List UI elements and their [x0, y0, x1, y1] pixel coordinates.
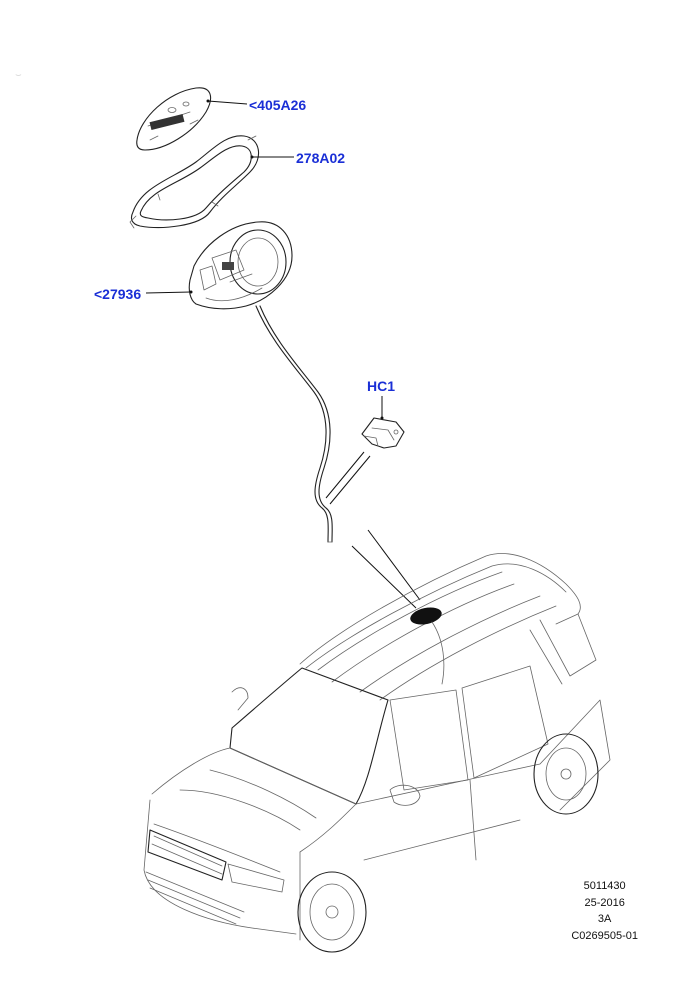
reference-line-3: 3A — [597, 913, 612, 925]
callout-HC1[interactable]: HC1 — [367, 378, 396, 394]
drawing-reference-block: 5011430 25-2016 3A C0269505-01 — [571, 878, 638, 944]
callout-278A02[interactable]: 278A02 — [296, 150, 346, 166]
hose-clip-part[interactable] — [361, 417, 405, 449]
callout-27936[interactable]: <27936 — [94, 286, 142, 302]
leader-405A26 — [207, 100, 248, 105]
seal-gasket-part[interactable] — [129, 135, 260, 229]
leader-27936 — [145, 291, 192, 294]
fuel-filler-housing-part[interactable] — [188, 221, 293, 310]
fuel-filler-door-part[interactable] — [136, 87, 212, 151]
drain-tube[interactable] — [255, 305, 329, 543]
reference-line-1: 5011430 — [583, 880, 626, 892]
reference-line-2: 25-2016 — [584, 896, 625, 909]
reference-line-4: C0269505-01 — [571, 929, 638, 942]
svg-text:‿: ‿ — [15, 70, 22, 76]
callout-405A26[interactable]: <405A26 — [249, 97, 307, 113]
vehicle-illustration — [143, 553, 611, 953]
